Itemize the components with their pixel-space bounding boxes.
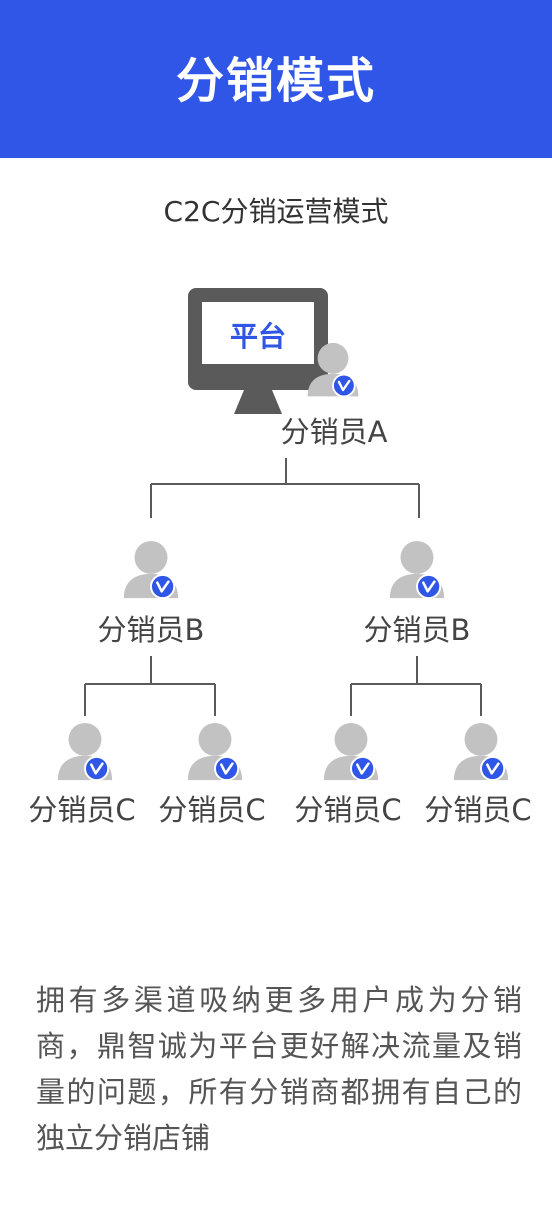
person-icon: [186, 721, 244, 783]
header-banner: 分销模式: [0, 0, 552, 158]
diagram-subtitle: C2C分销运营模式: [163, 195, 389, 228]
monitor-icon: [188, 288, 328, 414]
distribution-tree-diagram: 平台 分销员A 分销员B 分销员B 分销员C 分销员C 分销员C 分销员C: [28, 288, 532, 827]
distributor-c-label: 分销员C: [294, 793, 401, 827]
distributor-c-label: 分销员C: [158, 793, 265, 827]
person-icon: [452, 721, 510, 783]
distributor-c-label: 分销员C: [28, 793, 135, 827]
distributor-b-label: 分销员B: [98, 613, 205, 647]
person-icon: [388, 539, 446, 601]
distributor-b-label: 分销员B: [364, 613, 471, 647]
person-icon: [322, 721, 380, 783]
distributor-c-label: 分销员C: [424, 793, 531, 827]
distributor-a-label: 分销员A: [281, 415, 388, 449]
person-icon: [56, 721, 114, 783]
person-icon: [122, 539, 180, 601]
description-paragraph: 拥有多渠道吸纳更多用户成为分销商，鼎智诚为平台更好解决流量及销量的问题，所有分销…: [36, 983, 522, 1155]
platform-label: 平台: [230, 320, 286, 353]
page-title: 分销模式: [175, 53, 376, 109]
tree-connector-lines: [84, 458, 482, 716]
